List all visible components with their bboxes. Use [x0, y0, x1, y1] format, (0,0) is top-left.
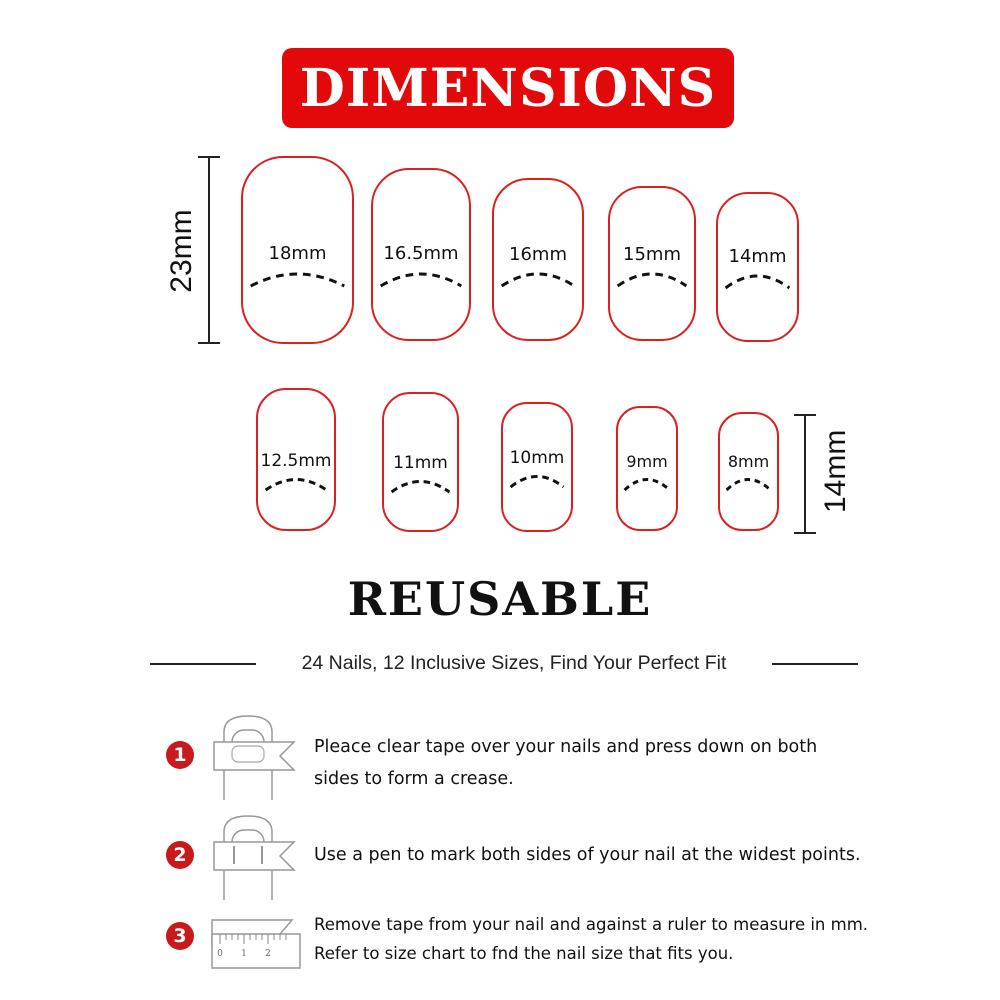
nail-size-14mm: 14mm	[716, 192, 799, 342]
ruler-tick-label: 1	[241, 949, 247, 959]
ruler-tick-label: 2	[265, 949, 271, 959]
nail-crease-line	[616, 272, 688, 288]
nail-size-label: 12.5mm	[260, 451, 332, 471]
nail-size-8mm: 8mm	[718, 412, 779, 531]
nail-crease-line	[500, 272, 576, 288]
nail-crease-line	[390, 480, 451, 494]
nail-crease-line	[509, 475, 565, 489]
length-ruler-23mm	[198, 156, 220, 344]
nail-crease-line	[250, 272, 345, 288]
nail-size-label: 16mm	[509, 244, 567, 265]
tagline: 24 Nails, 12 Inclusive Sizes, Find Your …	[301, 652, 727, 674]
ruler-measure-illustration: 0 1 2	[211, 919, 301, 969]
nail-size-12-5mm: 12.5mm	[256, 388, 336, 531]
nail-crease-line	[264, 478, 328, 492]
ruler-tick-label: 0	[217, 949, 223, 959]
nail-size-16mm: 16mm	[492, 178, 584, 341]
nail-size-label: 18mm	[268, 243, 327, 264]
nail-size-label: 9mm	[626, 452, 668, 471]
length-label-23mm: 23mm	[165, 209, 198, 293]
step-2-line-1: Use a pen to mark both sides of your nai…	[314, 845, 861, 865]
nail-size-label: 16.5mm	[383, 243, 459, 264]
length-ruler-14mm	[794, 414, 816, 534]
nail-crease-line	[724, 274, 791, 290]
step-3-line-2: Refer to size chart to fnd the nail size…	[314, 944, 734, 963]
nail-size-label: 10mm	[509, 448, 565, 468]
nail-size-11mm: 11mm	[382, 392, 459, 532]
nail-size-label: 15mm	[623, 244, 681, 265]
nail-size-16-5mm: 16.5mm	[371, 168, 471, 341]
step-3-line-1: Remove tape from your nail and against a…	[314, 915, 869, 934]
reusable-heading: REUSABLE	[347, 572, 653, 626]
nail-size-9mm: 9mm	[616, 406, 678, 531]
step-3-badge: 3	[166, 922, 194, 950]
tape-over-nail-illustration	[213, 715, 296, 800]
step-1-line-1: Pleace clear tape over your nails and pr…	[314, 737, 818, 757]
step-2-badge: 2	[166, 841, 194, 869]
step-1-badge: 1	[166, 741, 194, 769]
nail-crease-line	[725, 478, 772, 492]
nail-size-10mm: 10mm	[501, 402, 573, 532]
dimensions-banner: DIMENSIONS	[282, 48, 734, 128]
nail-crease-line	[623, 478, 671, 492]
nail-crease-line	[379, 272, 463, 288]
nail-size-label: 14mm	[728, 246, 787, 267]
step-1-line-2: sides to form a crease.	[314, 769, 514, 789]
nail-size-label: 8mm	[727, 452, 770, 471]
nail-size-label: 11mm	[393, 453, 448, 473]
tagline-rule-left	[150, 663, 256, 665]
banner-title: DIMENSIONS	[299, 57, 717, 119]
mark-nail-illustration	[213, 815, 296, 900]
tagline-rule-right	[772, 663, 858, 665]
nail-size-18mm: 18mm	[241, 156, 354, 344]
nail-size-15mm: 15mm	[608, 186, 696, 341]
length-label-14mm: 14mm	[819, 429, 852, 513]
